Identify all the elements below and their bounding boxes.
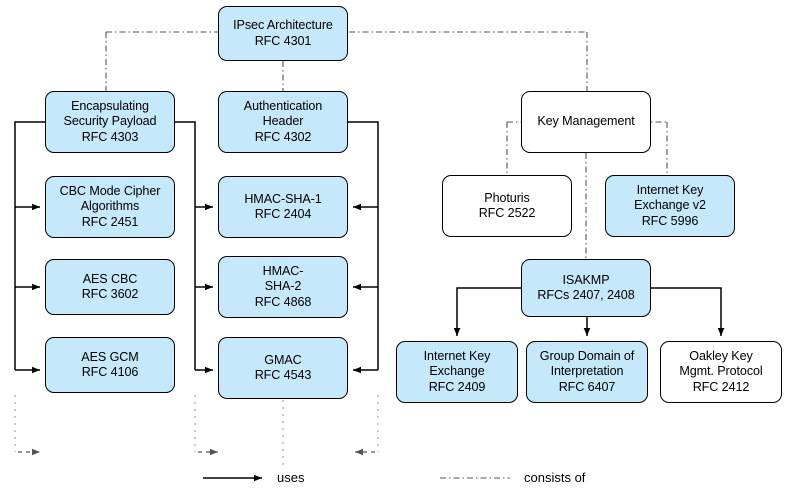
node-ah-line: RFC 4302 xyxy=(254,129,312,144)
node-isakmp-line: ISAKMP xyxy=(562,272,610,287)
node-oakley-key-mgmt-protocol-line: Mgmt. Protocol xyxy=(679,364,763,379)
node-photuris-line: RFC 2522 xyxy=(478,206,536,220)
node-cbc-mode-cipher-line: RFC 2451 xyxy=(81,214,139,229)
node-oakley-key-mgmt-protocol-line: Oakley Key xyxy=(689,348,753,363)
uses-edges-esp-right xyxy=(175,121,213,374)
edge-esp-left-bus xyxy=(14,121,45,370)
node-esp-line: Encapsulating xyxy=(71,98,149,113)
legend-consists-of-label: consists of xyxy=(524,470,586,485)
node-hmac-sha-1-line: RFC 2404 xyxy=(254,207,312,221)
node-cbc-mode-cipher-line: CBC Mode Cipher xyxy=(59,183,161,198)
node-group-domain-of-interpretation-line: RFC 6407 xyxy=(558,379,616,394)
node-internet-key-exchange-line: Exchange xyxy=(429,364,485,379)
node-hmac-sha-2-line: SHA-2 xyxy=(264,279,302,294)
node-key-management-line: Key Management xyxy=(537,114,635,129)
uses-edges-ah xyxy=(348,121,379,374)
node-cbc-mode-cipher-line: Algorithms xyxy=(80,199,140,214)
node-ah-line: Authentication xyxy=(243,98,323,113)
node-aes-cbc-line: RFC 3602 xyxy=(81,287,139,301)
edge-ah-right-bus xyxy=(348,121,379,370)
node-ipsec-architecture-line: IPsec Architecture xyxy=(233,18,333,32)
uses-edges-esp-left xyxy=(14,121,45,374)
node-ikev2-line: Exchange v2 xyxy=(634,198,706,213)
node-photuris-line: Photuris xyxy=(484,190,530,205)
edge-isakmp-to-ike xyxy=(453,287,521,336)
node-hmac-sha-2-line: RFC 4868 xyxy=(254,294,312,309)
edge-esp-right-bus xyxy=(175,121,196,370)
node-isakmp-line: RFCs 2407, 2408 xyxy=(537,288,635,302)
node-internet-key-exchange-line: Internet Key xyxy=(423,348,491,363)
node-ipsec-architecture-line: RFC 4301 xyxy=(254,33,312,48)
node-hmac-sha-1-line: HMAC-SHA-1 xyxy=(244,191,322,206)
node-key-management[interactable]: Key Management xyxy=(521,91,651,153)
node-group-domain-of-interpretation-line: Interpretation xyxy=(550,364,624,379)
node-ikev2-line: Internet Key xyxy=(636,182,704,197)
node-internet-key-exchange-line: RFC 2409 xyxy=(428,379,486,394)
faded-continuation-lines xyxy=(14,395,379,470)
node-ikev2-line: RFC 5996 xyxy=(641,213,699,228)
node-aes-gcm-line: AES GCM xyxy=(81,349,139,364)
legend-uses-label: uses xyxy=(277,470,305,485)
node-aes-cbc-line: AES CBC xyxy=(82,271,138,286)
node-ah-line: Header xyxy=(262,114,304,129)
node-esp-line: Security Payload xyxy=(63,114,157,129)
edge-isakmp-to-oakley xyxy=(651,287,725,336)
node-group-domain-of-interpretation-line: Group Domain of xyxy=(539,348,635,363)
node-aes-gcm-line: RFC 4106 xyxy=(81,365,139,379)
node-hmac-sha-2-line: HMAC- xyxy=(262,263,304,278)
node-oakley-key-mgmt-protocol-line: RFC 2412 xyxy=(692,379,750,394)
node-gmac-line: GMAC xyxy=(264,352,302,367)
node-esp-line: RFC 4303 xyxy=(81,129,139,144)
node-gmac-line: RFC 4543 xyxy=(254,368,312,382)
